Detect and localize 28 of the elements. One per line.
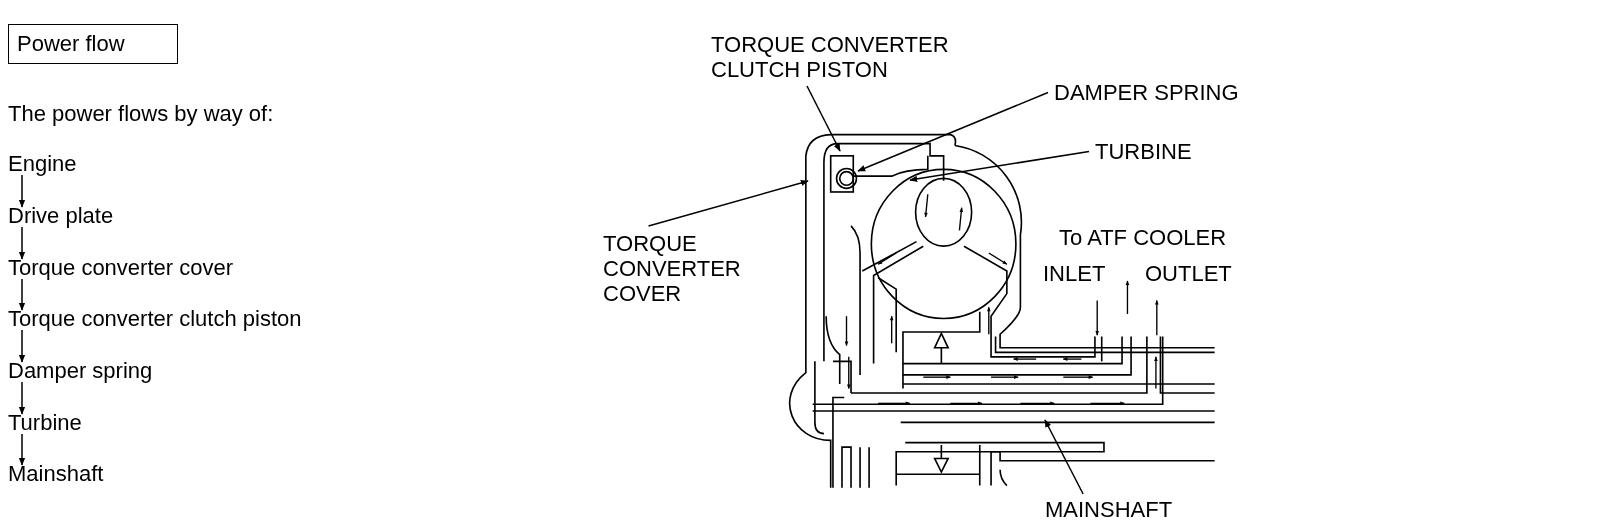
flow-arrow [18,226,26,260]
flow-step: Engine [8,152,77,176]
flow-step: Drive plate [8,204,114,228]
flow-arrow [18,433,26,466]
intro-text: The power flows by way of: [8,102,274,126]
flow-step: Mainshaft [8,462,104,486]
flow-step: Torque converter cover [8,256,233,280]
flow-step: Turbine [8,411,82,435]
flow-step: Damper spring [8,359,153,383]
flow-arrow [18,278,26,311]
leader-line [647,179,809,227]
callout-label: To ATF COOLER [1059,226,1227,250]
leader-line [857,91,1049,172]
part-label: TURBINE [1095,139,1192,164]
leader-line [806,85,841,152]
part-label: TORQUE CONVERTER CLUTCH PISTON [711,32,1011,82]
part-label: MAINSHAFT [1045,497,1173,522]
leader-line [1044,419,1084,495]
flow-arrow [18,329,26,363]
leader-line [909,150,1090,183]
flow-arrow [18,381,26,415]
flow-arrow [18,174,26,208]
section-heading: Power flow [8,24,178,64]
part-label: TORQUE CONVERTER COVER [603,231,778,306]
callout-label: INLET [1043,262,1106,286]
callout-label: OUTLET [1145,262,1232,286]
part-label: DAMPER SPRING [1054,80,1239,105]
flow-step: Torque converter clutch piston [8,307,302,331]
